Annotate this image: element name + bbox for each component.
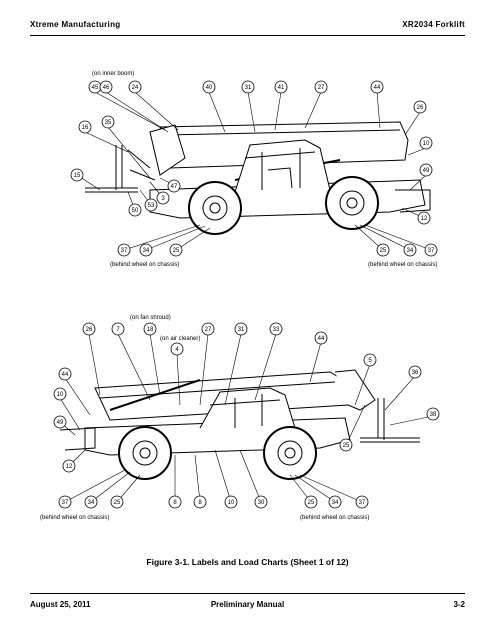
callout-number: 45 [92,85,99,91]
callout-number: 47 [171,184,178,190]
callout-number: 15 [74,173,81,179]
header-rule [30,35,465,36]
callout-number: 24 [132,85,139,91]
callout-number: 5 [368,358,372,364]
callout-number: 25 [114,500,121,506]
callout-number: 25 [343,443,350,449]
callout-bubbles-bottom [53,322,440,509]
company-name: Xtreme Manufacturing [30,20,121,29]
callout-number: 44 [318,336,325,342]
callout-number: 18 [147,327,154,333]
callout-number: 41 [278,85,285,91]
note-fan-shroud: (on fan shroud) [130,315,171,321]
callout-number: 16 [82,125,89,131]
callout-number: 44 [374,85,381,91]
callout-number: 10 [228,500,235,506]
forklift-diagram-top: 45 46 24 40 31 41 27 44 26 10 49 16 35 1… [70,71,438,268]
callout-number: 53 [148,203,155,209]
callout-number: 36 [412,370,419,376]
callout-number: 3 [161,196,165,202]
callout-number: 44 [62,372,69,378]
callout-number: 8 [173,500,177,506]
callout-number: 34 [143,248,150,254]
note-behind-wheel-right: (behind wheel on chassis) [368,262,437,268]
callout-number: 50 [132,208,139,214]
callout-number: 27 [205,327,212,333]
callout-number: 37 [359,500,366,506]
callout-numbers-top: 45 46 24 40 31 41 27 44 26 10 49 16 35 1… [74,85,435,254]
callout-number: 25 [173,248,180,254]
callout-number: 12 [66,464,73,470]
callout-number: 35 [105,120,112,126]
callout-number: 37 [121,248,128,254]
callout-number: 10 [57,392,64,398]
callout-number: 27 [318,85,325,91]
footer-status: Preliminary Manual [210,600,285,609]
callout-number: 34 [407,248,414,254]
note-behind-wheel-left: (behind wheel on chassis) [110,262,179,268]
callout-number: 34 [332,500,339,506]
callout-number: 49 [57,420,64,426]
callout-number: 7 [116,327,120,333]
callout-number: 31 [238,327,245,333]
callout-bubbles-top [70,80,438,257]
model-name: XR2034 Forklift [402,20,465,29]
callout-number: 38 [430,412,437,418]
callout-number: 12 [421,216,428,222]
callout-number: 30 [258,500,265,506]
callout-number: 46 [103,85,110,91]
callout-number: 33 [273,327,280,333]
callout-number: 26 [417,105,424,111]
callout-number: 25 [380,248,387,254]
callout-number: 37 [428,248,435,254]
forklift-diagram-bottom: 26 7 18 4 27 31 33 44 5 36 44 10 49 38 2… [40,315,440,521]
callout-number: 49 [423,168,430,174]
note-inner-boom: (on inner boom) [92,71,134,77]
footer-rule [30,593,465,594]
callout-numbers-bottom: 26 7 18 4 27 31 33 44 5 36 44 10 49 38 2… [57,327,437,506]
callout-number: 10 [423,141,430,147]
callout-number: 26 [86,327,93,333]
footer-date: August 25, 2011 [30,600,91,609]
callout-number: 25 [308,500,315,506]
callout-number: 37 [62,500,69,506]
note-air-cleaner: (on air cleaner) [160,336,200,342]
note-behind-wheel-left: (behind wheel on chassis) [40,515,109,521]
callout-number: 40 [206,85,213,91]
callout-number: 8 [198,500,202,506]
callout-number: 4 [175,347,179,353]
figure-caption: Figure 3-1. Labels and Load Charts (Shee… [146,557,349,567]
callout-number: 34 [88,500,95,506]
note-behind-wheel-right: (behind wheel on chassis) [300,515,369,521]
callout-number: 31 [245,85,252,91]
footer-page-number: 3-2 [453,600,465,609]
